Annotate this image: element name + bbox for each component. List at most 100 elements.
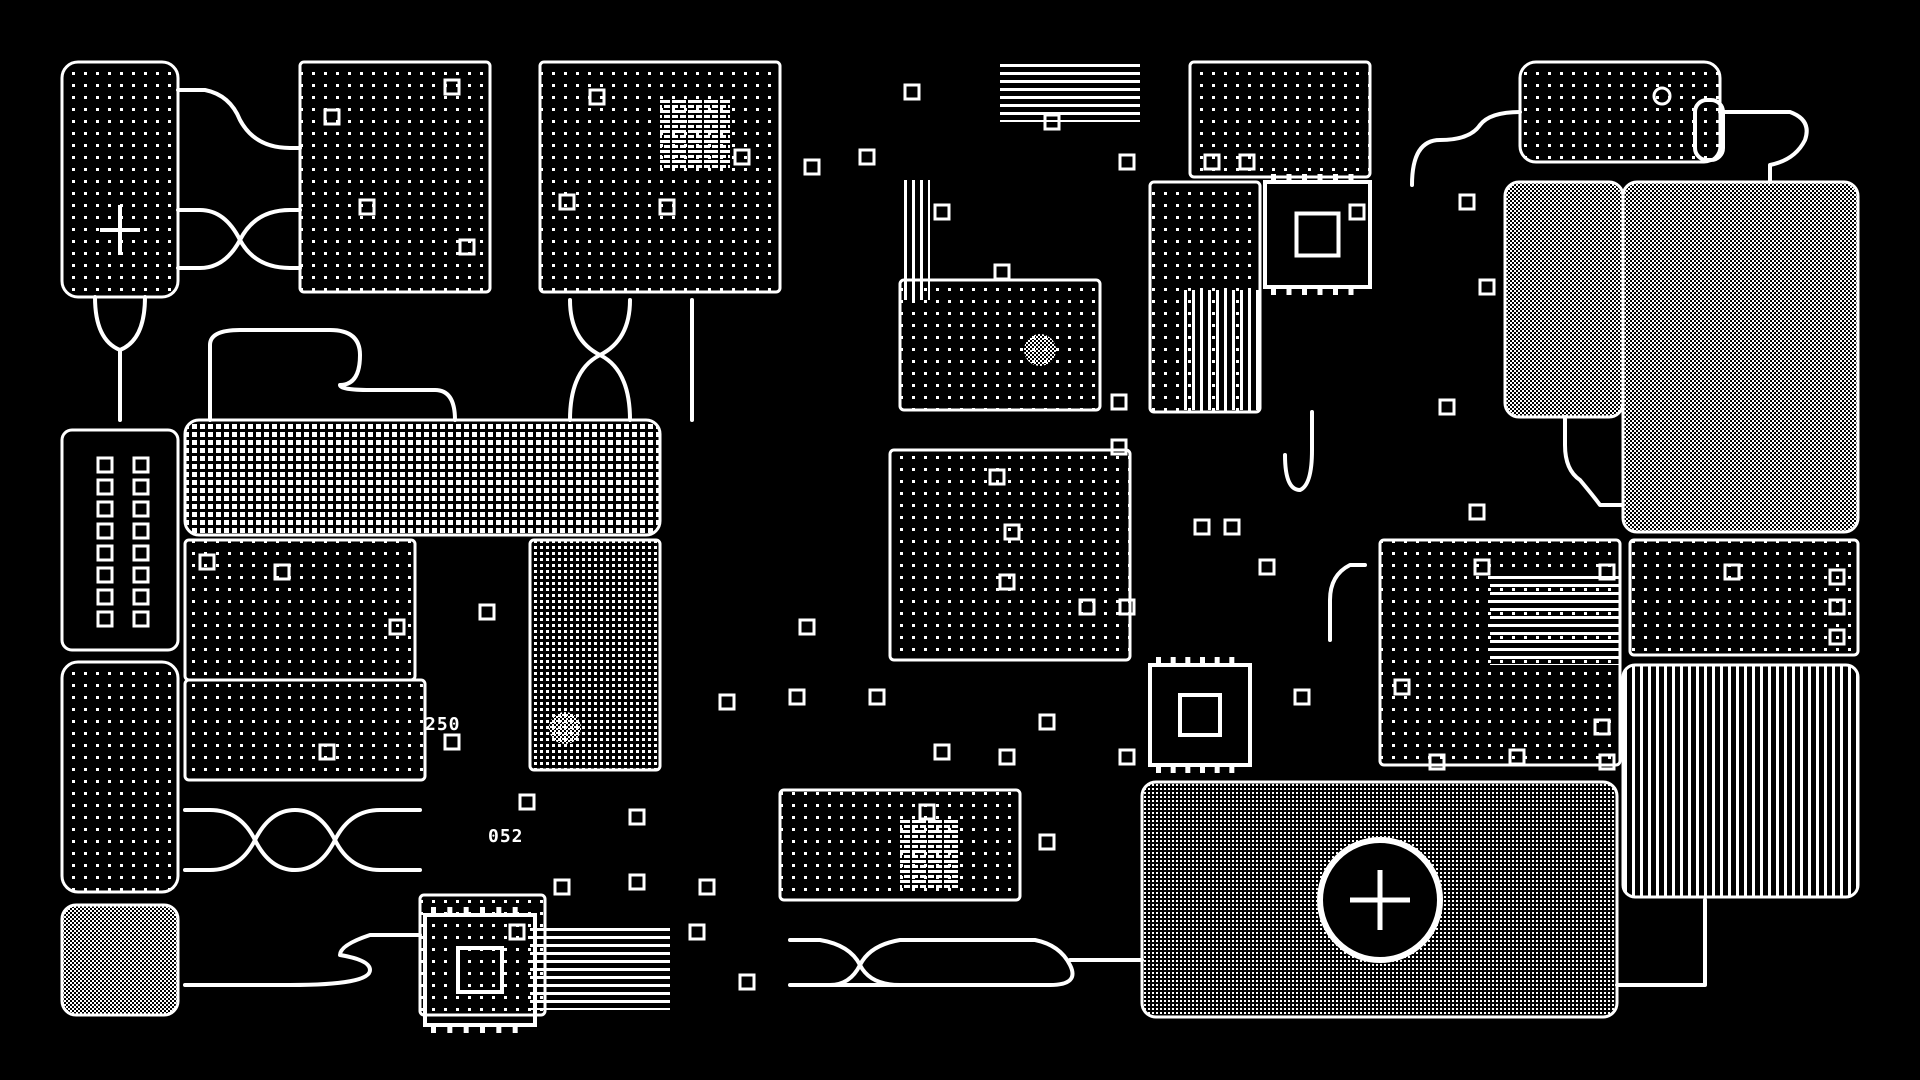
board-region <box>538 60 782 294</box>
square-pad <box>508 923 526 941</box>
square-pad <box>1723 563 1741 581</box>
chip-pin <box>496 1027 502 1033</box>
panel-layer <box>60 60 1860 1019</box>
square-pad <box>718 693 736 711</box>
chip-pin <box>431 1027 436 1033</box>
split-trace <box>93 295 147 422</box>
square-pad <box>1473 558 1491 576</box>
cable-trace <box>1615 898 1707 987</box>
board-region <box>528 538 662 772</box>
cross-cable-trace <box>568 298 632 422</box>
chip-pin <box>480 907 485 913</box>
grille-panel-icon <box>183 418 662 537</box>
chip-pin <box>1317 289 1323 295</box>
trace-layer <box>93 88 1809 987</box>
square-pad <box>1223 518 1241 536</box>
square-pad <box>1348 203 1366 221</box>
square-pad <box>1828 628 1846 646</box>
terminal-pad <box>132 566 150 584</box>
chip-pin <box>447 1027 453 1033</box>
gear-fan-icon <box>1024 334 1056 366</box>
cross-cable-trace <box>183 808 422 872</box>
board-region <box>183 538 417 682</box>
square-pad <box>1828 598 1846 616</box>
chip-layer <box>96 62 1846 1033</box>
board-region <box>1628 538 1860 657</box>
square-pad <box>1468 503 1486 521</box>
square-pad <box>1478 278 1496 296</box>
square-pad <box>318 743 336 761</box>
terminal-pad <box>96 478 114 496</box>
square-pad <box>933 743 951 761</box>
chip-pin <box>1229 657 1235 663</box>
square-pad <box>558 193 576 211</box>
square-pad <box>1118 748 1136 766</box>
square-pad <box>1598 753 1616 771</box>
square-pad <box>903 83 921 101</box>
grille-panel-icon <box>1621 663 1860 899</box>
square-pad <box>358 198 376 216</box>
square-pad <box>868 688 886 706</box>
processor-chip-icon <box>423 913 537 1027</box>
eye-sensor-icon <box>1652 86 1672 106</box>
square-pad <box>933 203 951 221</box>
chip-pin <box>431 907 436 913</box>
terminal-pad <box>132 544 150 562</box>
cross-icon <box>100 205 140 255</box>
square-pad <box>1458 193 1476 211</box>
square-pad <box>1038 713 1056 731</box>
chip-pin <box>1271 289 1276 295</box>
chip-core <box>456 946 504 994</box>
board-region <box>298 60 492 294</box>
square-pad <box>698 878 716 896</box>
square-pad <box>628 808 646 826</box>
bus-lines <box>900 180 930 300</box>
square-pad <box>1593 718 1611 736</box>
square-pad <box>1428 753 1446 771</box>
bus-lines <box>1000 62 1140 122</box>
square-pad <box>658 198 676 216</box>
chip-pin <box>447 907 453 913</box>
chip-core <box>1294 211 1341 258</box>
square-pad <box>1078 598 1096 616</box>
square-pad <box>1118 598 1136 616</box>
chip-pin <box>1185 767 1191 773</box>
square-pad <box>1598 563 1616 581</box>
square-pad <box>518 793 536 811</box>
square-pad <box>273 563 291 581</box>
chip-pin <box>1214 767 1220 773</box>
square-pad <box>458 238 476 256</box>
square-pad <box>388 618 406 636</box>
square-pad <box>443 78 461 96</box>
board-region <box>1188 60 1372 179</box>
square-pad <box>988 468 1006 486</box>
bus-lines <box>530 925 670 1010</box>
cross-cable-trace <box>176 208 302 270</box>
square-pad <box>1258 558 1276 576</box>
square-pad <box>998 573 1016 591</box>
loop-cable-icon <box>183 933 422 987</box>
terminal-pad <box>96 566 114 584</box>
chip-pin <box>512 907 518 913</box>
chip-pin <box>1214 657 1220 663</box>
square-pad <box>323 108 341 126</box>
square-pad <box>918 803 936 821</box>
eye-sensor-icon <box>1693 98 1725 162</box>
terminal-pad <box>96 500 114 518</box>
square-pad <box>738 973 756 991</box>
square-pad <box>1203 153 1221 171</box>
terminal-pad <box>132 478 150 496</box>
chip-pin <box>1185 657 1191 663</box>
board-region <box>183 678 427 782</box>
terminal-pad <box>132 500 150 518</box>
chip-pin <box>1170 767 1176 773</box>
chip-pin <box>1348 289 1354 295</box>
chip-pin <box>1271 174 1276 180</box>
square-pad <box>1118 153 1136 171</box>
square-pad <box>733 148 751 166</box>
terminal-pad <box>96 456 114 474</box>
square-pad <box>443 733 461 751</box>
square-pad <box>553 878 571 896</box>
square-pad <box>688 923 706 941</box>
square-pad <box>588 88 606 106</box>
